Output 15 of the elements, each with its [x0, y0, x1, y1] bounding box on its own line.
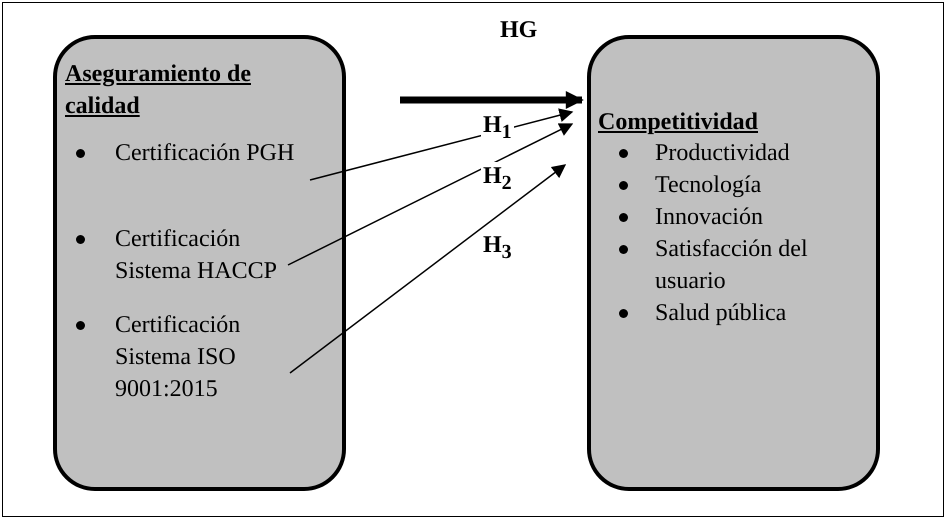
list-item: Certificación Sistema HACCP — [115, 225, 278, 286]
list-item: Satisfacción del usuario — [655, 235, 809, 296]
list-item: Tecnología — [655, 171, 762, 200]
box-heading: Aseguramiento de calidad — [65, 60, 252, 121]
arrow — [290, 164, 566, 374]
rounded-box — [587, 35, 880, 491]
arrow — [288, 123, 574, 266]
arrow — [400, 91, 584, 109]
box-heading: Competitividad — [598, 108, 760, 137]
list-item: Innovación — [655, 203, 764, 232]
list-item: Productividad — [655, 139, 791, 168]
list-item: Salud pública — [655, 299, 788, 328]
rounded-box — [53, 35, 346, 491]
list-item: Certificación Sistema ISO 9001:2015 — [115, 311, 242, 404]
list-item: Certificación PGH — [115, 139, 295, 168]
